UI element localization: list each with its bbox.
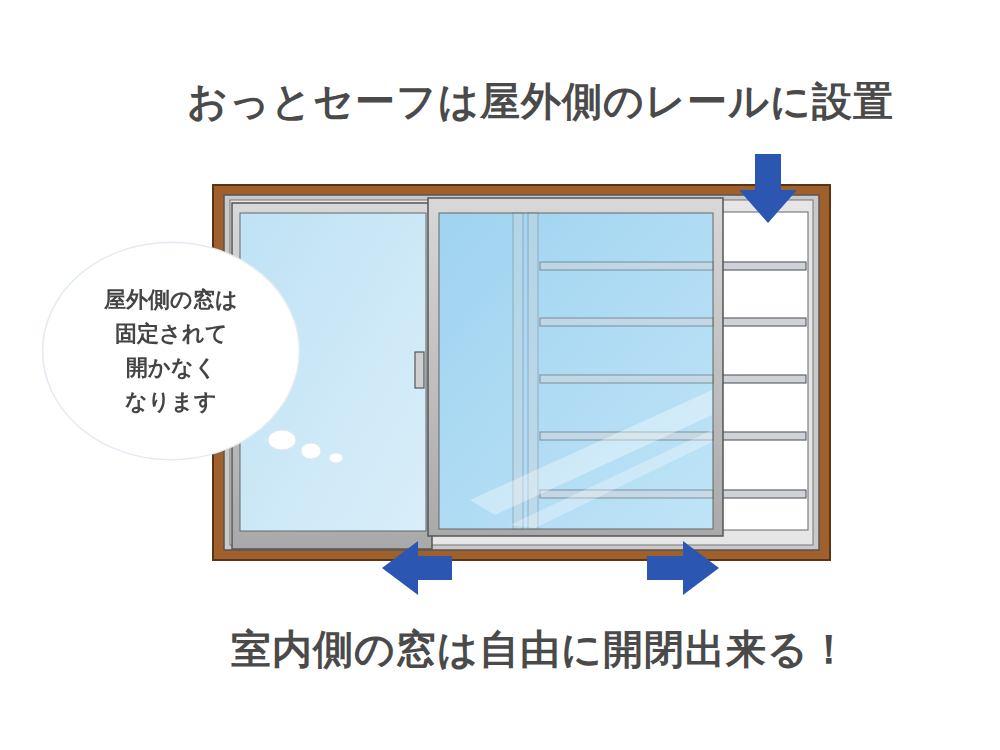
otto-safe-grille xyxy=(720,262,806,498)
sash-frame xyxy=(224,195,819,550)
bubble-dot xyxy=(329,453,343,463)
right-arrow xyxy=(647,541,719,595)
title: おっとセーフは屋外側のレールに設置 xyxy=(0,74,1000,129)
thought-bubble: 屋外側の窓は 固定されて 開かなく なります xyxy=(40,240,302,462)
handle xyxy=(415,352,424,388)
bubble-shape xyxy=(40,240,302,462)
inner-pane xyxy=(428,198,723,536)
wood-frame xyxy=(213,185,830,560)
bubble-dot xyxy=(301,443,321,459)
bubble-dot xyxy=(268,430,296,450)
bubble-content: 屋外側の窓は 固定されて 開かなく なります xyxy=(40,240,302,462)
left-arrow xyxy=(382,541,452,595)
bubble-text: 屋外側の窓は 固定されて 開かなく なります xyxy=(96,283,246,419)
down-arrow xyxy=(739,154,797,223)
caption: 室内側の窓は自由に開閉出来る！ xyxy=(0,622,1000,677)
